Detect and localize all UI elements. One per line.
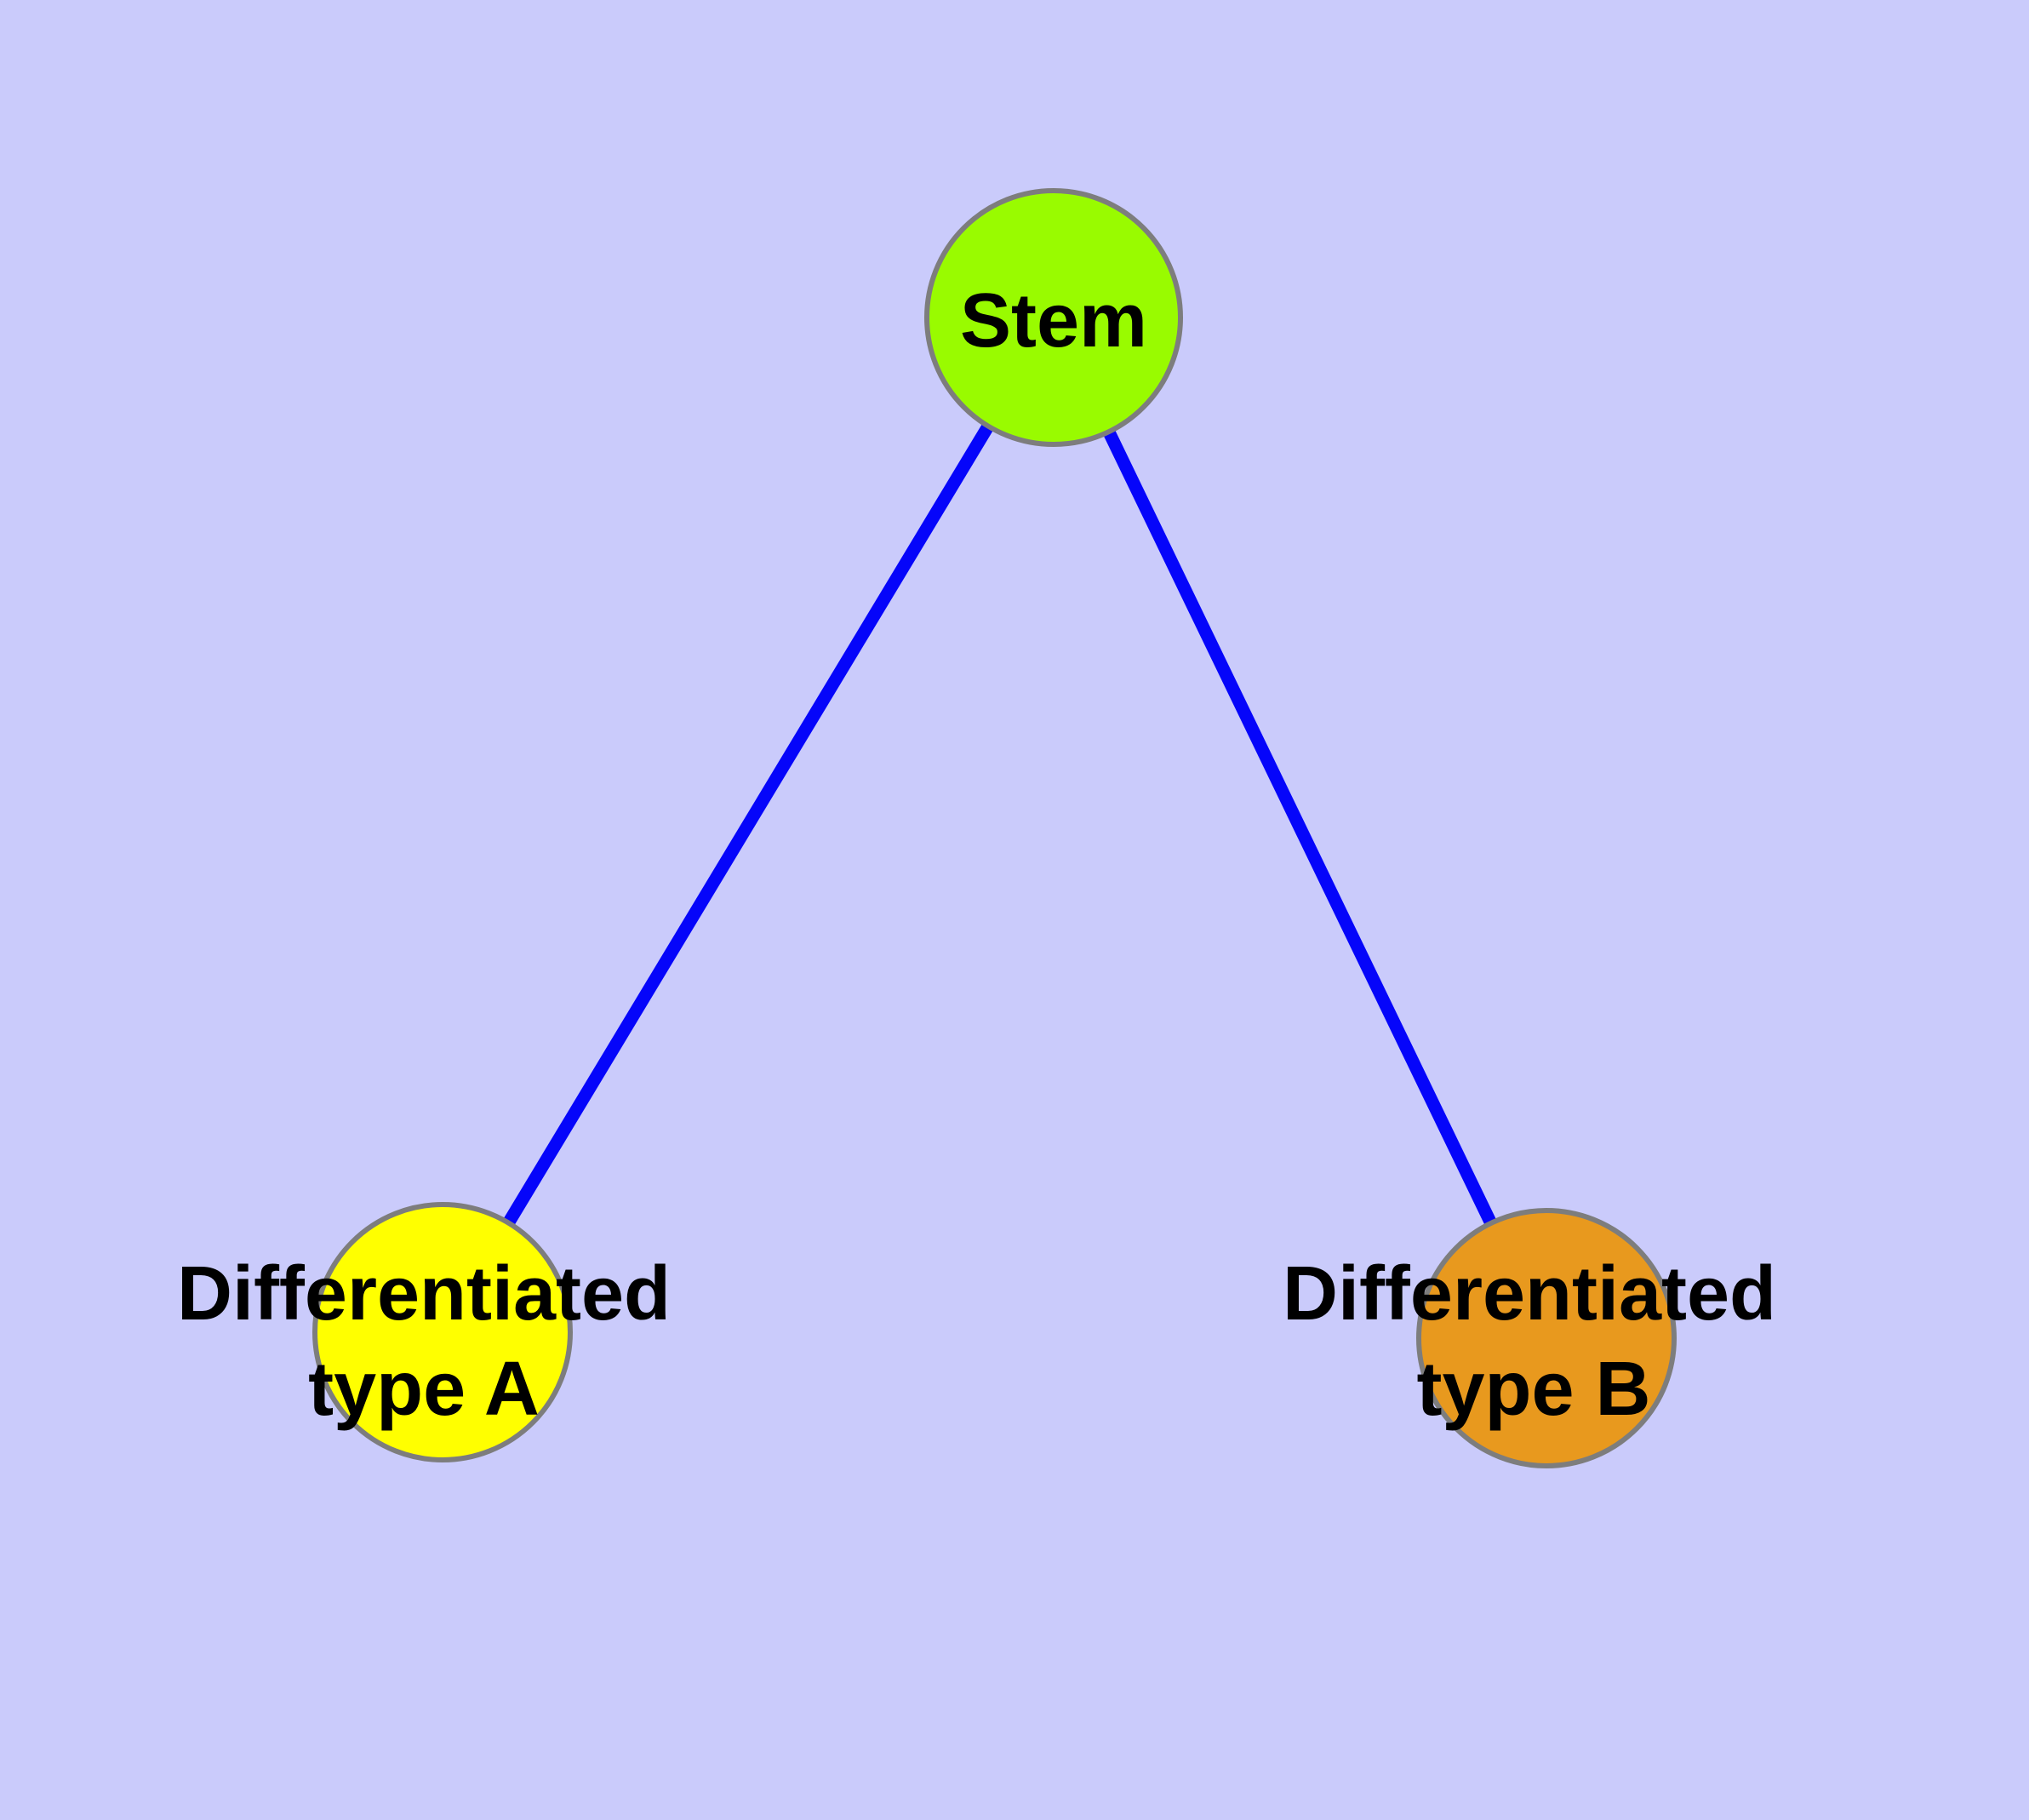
node-stem-label: Stem [960,278,1147,363]
edge-stem-to-type-b [1048,314,1552,1342]
node-type-b: Differentiated type B [1283,1208,1776,1468]
node-type-a: Differentiated type A [177,1202,671,1462]
node-type-a-label-line1: Differentiated [177,1251,671,1336]
node-type-b-label-line1: Differentiated [1283,1251,1776,1336]
node-type-b-label-line2: type B [1416,1347,1650,1432]
node-type-b-circle [1416,1208,1677,1468]
node-stem: Stem [924,188,1183,447]
node-type-a-circle [312,1202,573,1462]
node-type-a-label-line2: type A [308,1347,540,1432]
edge-stem-to-type-a [437,314,1060,1336]
node-stem-circle [924,188,1183,447]
